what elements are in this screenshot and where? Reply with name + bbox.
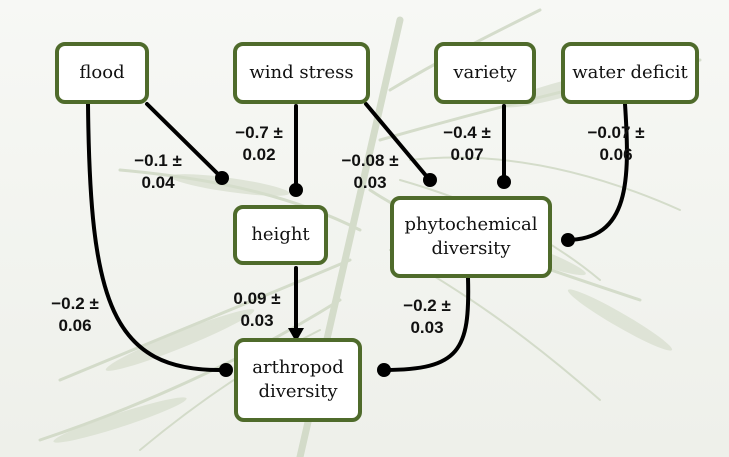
edge-end-dot (423, 173, 437, 187)
edge-end-dot (497, 175, 511, 189)
edge-end-dot (215, 171, 229, 185)
coef-wind-to-phyto: −0.08 ± 0.03 (341, 151, 399, 193)
node-height: height (233, 205, 328, 265)
node-flood: flood (55, 42, 149, 104)
edge-flood-to-height (145, 102, 222, 178)
node-variety: variety (434, 42, 536, 104)
edge-water-to-phyto (564, 102, 629, 242)
node-phytochemical-diversity: phytochemical diversity (390, 196, 552, 278)
edge-end-dot (561, 233, 575, 247)
node-arthropod-diversity: arthropod diversity (234, 338, 362, 422)
coef-flood-to-arthropod: −0.2 ± 0.06 (51, 294, 99, 336)
coef-wind-to-height: −0.7 ± 0.02 (235, 123, 283, 165)
edge-phyto-to-arthropod (382, 276, 471, 372)
coef-water-to-phyto: −0.07 ± 0.06 (587, 123, 645, 165)
node-wind-stress: wind stress (233, 42, 370, 104)
edge-end-dot (219, 363, 233, 377)
edge-wind-to-phyto (364, 102, 430, 180)
edge-flood-to-arthropod (86, 102, 226, 373)
edge-end-dot (289, 183, 303, 197)
coef-height-to-arthropod: 0.09 ± 0.03 (233, 289, 281, 331)
coef-flood-to-height: −0.1 ± 0.04 (134, 151, 182, 193)
edge-end-dot (377, 363, 391, 377)
node-water-deficit: water deficit (561, 42, 699, 104)
coef-phyto-to-arthropod: −0.2 ± 0.03 (403, 296, 451, 338)
edge-arrowhead (288, 328, 304, 342)
coef-variety-to-phyto: −0.4 ± 0.07 (443, 123, 491, 165)
